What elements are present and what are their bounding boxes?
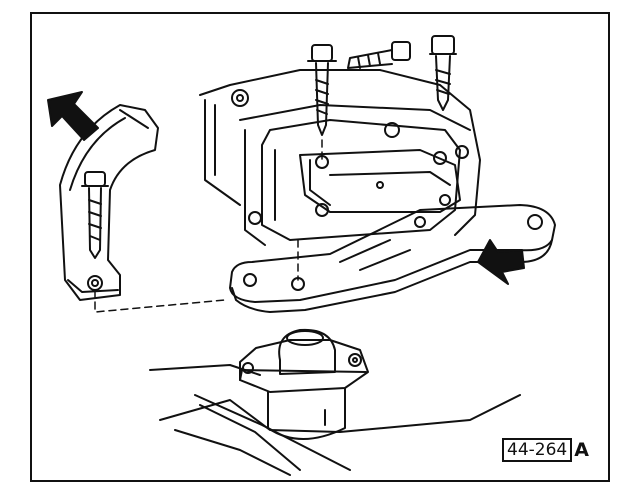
figure-frame (30, 12, 610, 482)
mounting-bracket-plate (299, 149, 461, 217)
bolt-vertical-right (429, 35, 457, 111)
figure-reference: 44-264 A (502, 438, 589, 462)
bolt-horizontal (347, 41, 411, 69)
reference-number: 44-264 (502, 438, 573, 462)
pointer-arrow-left (47, 91, 99, 141)
bolt-vertical-center (307, 44, 337, 136)
pointer-arrow-right (477, 239, 525, 285)
support-crossmember (229, 204, 556, 313)
rubber-mount-block (59, 104, 159, 301)
transmission-housing (199, 69, 481, 246)
alignment-lines (94, 139, 323, 313)
engine-mount-lower (149, 328, 521, 476)
reference-letter: A (574, 439, 589, 461)
